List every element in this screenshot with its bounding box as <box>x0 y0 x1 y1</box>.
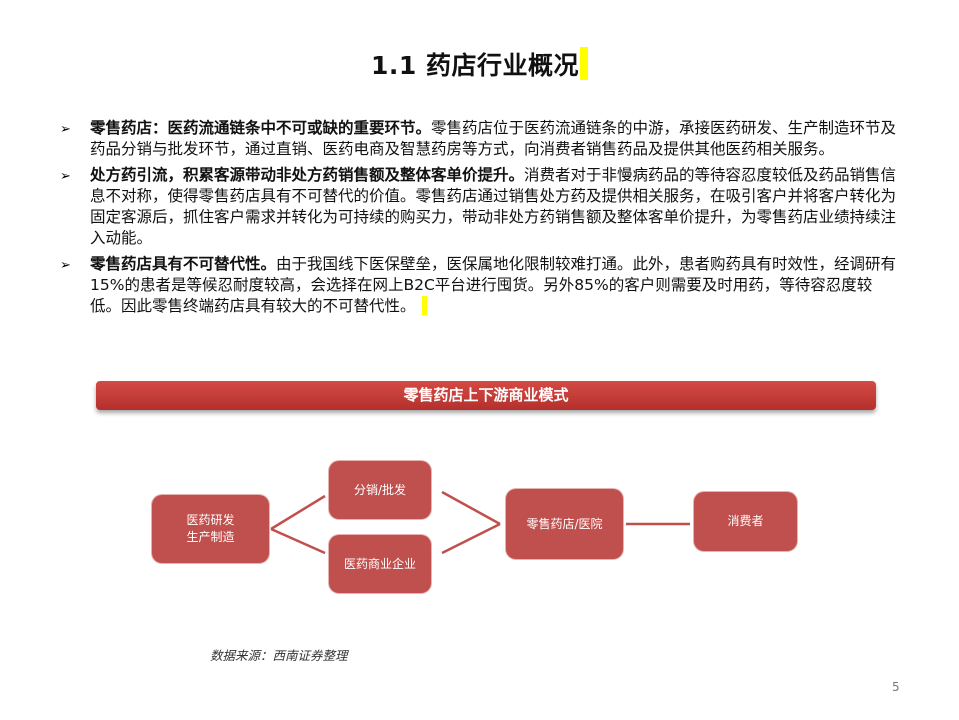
node-label: 医药研发 <box>186 513 235 527</box>
bullet-list: ➢ 零售药店：医药流通链条中不可或缺的重要环节。零售药店位于医药流通链条的中游，… <box>58 118 898 322</box>
node-label: 生产制造 <box>186 530 235 544</box>
node-label: 分销/批发 <box>353 482 407 497</box>
diagram-banner: 零售药店上下游商业模式 <box>96 381 876 410</box>
text-cursor-highlight <box>580 47 588 80</box>
connector-line <box>441 522 501 555</box>
node-commercial-enterprise: 医药商业企业 <box>329 535 431 593</box>
node-retail-pharmacy: 零售药店/医院 <box>506 489 623 559</box>
bullet-text: 由于我国线下医保壁垒，医保属地化限制较难打通。此外，患者购药具有时效性，经调研有… <box>90 255 897 315</box>
arrow-bullet-icon: ➢ <box>60 258 71 273</box>
text-cursor-highlight <box>421 296 427 315</box>
node-label: 消费者 <box>727 514 764 528</box>
bullet-heading: 零售药店：医药流通链条中不可或缺的重要环节。 <box>90 119 432 137</box>
node-consumer: 消费者 <box>694 492 797 551</box>
page-number: 5 <box>892 680 900 694</box>
bullet-text: 零售药店位于医药流通链条的中游，承接医药研发、生产制造环节及药品分销与批发环节，… <box>90 119 897 158</box>
connector-line <box>270 494 326 531</box>
arrow-bullet-icon: ➢ <box>60 169 71 184</box>
bullet-heading: 处方药引流，积累客源带动非处方药销售额及整体客单价提升。 <box>90 166 525 184</box>
node-label: 医药商业企业 <box>343 556 416 571</box>
node-distribution: 分销/批发 <box>329 461 431 519</box>
connector-line <box>270 527 326 555</box>
bullet-text: 消费者对于非慢病药品的等待容忍度较低及药品销售信息不对称，使得零售药店具有不可替… <box>90 166 897 247</box>
bullet-heading: 零售药店具有不可替代性。 <box>90 255 277 273</box>
connector-line <box>441 490 501 526</box>
bullet-item: ➢ 处方药引流，积累客源带动非处方药销售额及整体客单价提升。消费者对于非慢病药品… <box>58 165 898 249</box>
page-title-text: 1.1 药店行业概况 <box>371 51 579 80</box>
bullet-item: ➢ 零售药店具有不可替代性。由于我国线下医保壁垒，医保属地化限制较难打通。此外，… <box>58 254 898 317</box>
data-source-note: 数据来源：西南证券整理 <box>210 648 348 663</box>
page-title: 1.1 药店行业概况 <box>0 46 959 82</box>
node-label: 零售药店/医院 <box>526 516 603 531</box>
node-rd-manufacturing: 医药研发 生产制造 <box>152 495 269 563</box>
bullet-item: ➢ 零售药店：医药流通链条中不可或缺的重要环节。零售药店位于医药流通链条的中游，… <box>58 118 898 160</box>
arrow-bullet-icon: ➢ <box>60 122 71 137</box>
